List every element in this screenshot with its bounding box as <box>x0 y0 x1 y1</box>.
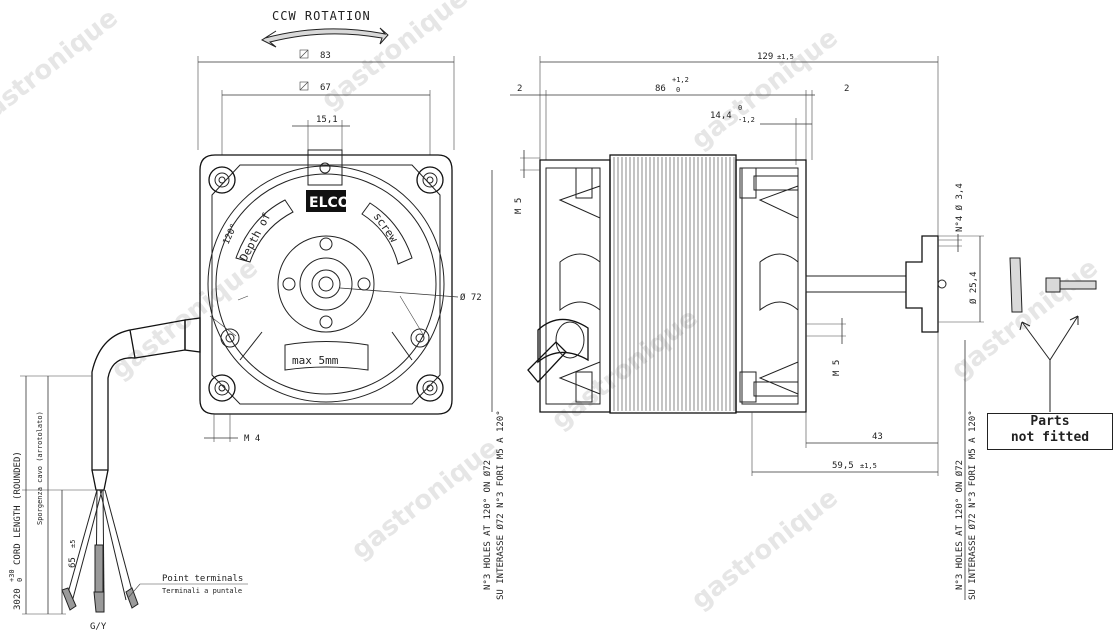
holes-it-left: SU INTERASSE Ø72 N°3 FORI M5 A 120° <box>495 410 506 600</box>
ccw-arrow-icon <box>260 27 389 48</box>
depth-label-3: max 5mm <box>292 354 339 367</box>
dim-m5-bottom: M 5 <box>832 360 842 376</box>
dim-hub-dia: Ø 25,4 <box>968 271 979 304</box>
parts-line-2: not fitted <box>1010 430 1090 445</box>
dim-bolt-circle: Ø 72 <box>460 292 482 303</box>
rotation-indicator: CCW ROTATION <box>260 9 389 48</box>
dim-total: 129 <box>757 52 773 62</box>
dim-59-tol: ±1,5 <box>860 462 877 470</box>
terminals-it: Terminali a puntale <box>162 587 242 595</box>
cord-length: 3020 <box>13 588 23 610</box>
parts-line-1: Parts <box>1030 414 1070 429</box>
dim-slot: 15,1 <box>316 115 338 125</box>
screw-head-icon <box>1045 277 1061 293</box>
watermark-text: gastronique <box>0 3 124 136</box>
loose-parts <box>1009 257 1097 412</box>
dim-body: 86 <box>655 84 666 94</box>
dim-body-tol-up: +1,2 <box>672 76 689 84</box>
side-view: 129 ±1,5 2 86 +1,2 0 2 14,4 0 -1,2 <box>482 52 984 600</box>
cable-assembly: 3020 +30 0 CORD LENGTH (ROUNDED) Sporgen… <box>8 329 248 632</box>
brand-logo <box>306 190 346 212</box>
holes-en-left: N°3 HOLES AT 120° ON Ø72 <box>482 460 493 590</box>
front-view: 83 67 15,1 ELCO 120° Depth of <box>129 49 482 444</box>
cord-length-tol-up: +30 <box>8 569 16 582</box>
watermark-text: gastronique <box>546 303 704 436</box>
angle-label: 120° <box>222 222 240 246</box>
cord-length-label-it: Sporgenza cavo (arrotolato) <box>36 411 44 525</box>
depth-label-1: Depth of <box>237 211 273 264</box>
dim-hole-dia: N°4 Ø 3,4 <box>954 183 965 232</box>
brand-text: ELCO <box>309 195 350 211</box>
watermark-text: gastronique <box>686 483 844 616</box>
dim-shaft-seg: 14,4 <box>710 111 732 121</box>
holes-it-right: SU INTERASSE Ø72 N°3 FORI M5 A 120° <box>967 410 978 600</box>
lead-length: 65 <box>68 557 78 568</box>
watermark-text: gastronique <box>106 253 264 386</box>
terminals-en: Point terminals <box>162 574 243 584</box>
washer-icon <box>1009 257 1023 313</box>
holes-en-right: N°3 HOLES AT 120° ON Ø72 <box>954 460 965 590</box>
dim-43: 43 <box>872 432 883 442</box>
dim-left-gap: 2 <box>517 84 522 94</box>
dim-body-tol-dn: 0 <box>676 86 680 94</box>
parts-not-fitted-box: Parts not fitted <box>987 413 1113 450</box>
watermark-text: gastronique <box>346 433 504 566</box>
screw-shank-icon <box>1059 280 1097 290</box>
lead-length-tol: ±5 <box>69 540 77 548</box>
dim-right-gap: 2 <box>844 84 849 94</box>
dim-square-inner: 67 <box>320 83 331 93</box>
motor-frame <box>199 154 453 415</box>
cord-length-label: CORD LENGTH (ROUNDED) <box>13 451 23 565</box>
lamination-lines <box>613 157 735 411</box>
dim-shaft-seg-tol-dn: -1,2 <box>738 116 755 124</box>
rotation-label: CCW ROTATION <box>272 9 371 23</box>
wire-label: G/Y <box>90 622 107 632</box>
dim-shaft-seg-tol-up: 0 <box>738 104 742 112</box>
depth-label-2: screw <box>371 210 401 245</box>
dim-m5-top: M 5 <box>514 198 524 214</box>
fan-hub <box>905 235 939 333</box>
corner-holes <box>208 166 444 402</box>
dim-59: 59,5 <box>832 461 854 471</box>
dim-square-outer: 83 <box>320 51 331 61</box>
watermark-text: gastronique <box>686 23 844 156</box>
cord-length-tol-dn: 0 <box>16 578 24 582</box>
dim-total-tol: ±1,5 <box>777 53 794 61</box>
dim-thread: M 4 <box>244 434 260 444</box>
